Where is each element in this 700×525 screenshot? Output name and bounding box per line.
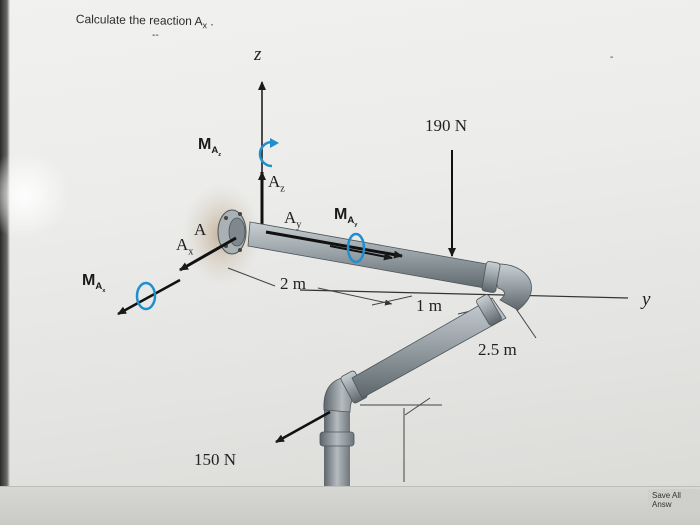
maz-label-main: M: [198, 136, 212, 153]
may-label-sub: Ay: [347, 215, 358, 229]
pipe-elbow-flange: [481, 261, 501, 293]
ax-label-sub: x: [188, 246, 194, 258]
ax-label: Ax: [176, 235, 193, 257]
max-label: MAx: [82, 272, 105, 294]
pipe-diagonal: [351, 297, 507, 399]
max-label-subsub: x: [102, 288, 106, 295]
max-label-main: M: [82, 272, 96, 289]
maz-label-sub: Az: [211, 145, 222, 159]
dim-line-25m-b: [404, 397, 431, 416]
dim-25m-label: 2.5 m: [478, 340, 517, 359]
may-arrow: [329, 245, 393, 261]
az-label: Az: [268, 172, 285, 194]
dim-line-2m-b: [317, 287, 393, 306]
ay-label-main: A: [284, 208, 297, 227]
right-mark: -: [610, 52, 614, 63]
y-axis-line: [299, 289, 629, 299]
ax-arrow: [179, 236, 237, 272]
ay-label: Ay: [284, 208, 301, 230]
z-axis-label: z: [254, 44, 262, 65]
ay-label-sub: y: [296, 219, 302, 231]
force-150-label: 150 N: [194, 450, 237, 469]
dim-2m-label: 2 m: [280, 274, 306, 293]
force-150-arrow: [275, 410, 331, 444]
point-a-label: A: [194, 220, 207, 239]
ay-arrow: [265, 230, 403, 259]
may-label-subsub: y: [354, 222, 358, 229]
max-axis-line: [117, 278, 181, 316]
max-label-sub-a: A: [95, 281, 103, 293]
dim-line-1m: [371, 295, 413, 306]
may-label-main: M: [334, 206, 348, 223]
bolt: [238, 248, 242, 252]
pipe-vertical-flange: [319, 431, 355, 447]
az-label-sub: z: [280, 183, 285, 195]
maz-moment-arrowhead: [270, 138, 279, 148]
maz-label: MAz: [198, 136, 221, 158]
az-label-main: A: [268, 172, 281, 191]
maz-label-sub-a: A: [211, 145, 219, 157]
pipe-diagonal-flange: [476, 294, 502, 326]
y-axis-label: y: [642, 289, 651, 310]
bolt: [224, 216, 228, 220]
may-label-sub-a: A: [347, 215, 355, 227]
maz-label-subsub: z: [218, 152, 222, 159]
monitor-bezel: [0, 0, 10, 525]
ax-label-main: A: [176, 235, 189, 254]
footer-bar: [0, 486, 700, 525]
maz-moment-icon: [258, 140, 273, 168]
save-all-answers-button[interactable]: Save All Answ: [648, 489, 700, 511]
question-dash: --: [152, 30, 159, 41]
dim-1m-label: 1 m: [416, 296, 442, 315]
dim-line-2m-a: [227, 267, 276, 287]
may-moment-icon: [346, 232, 366, 264]
max-label-sub: Ax: [95, 281, 106, 295]
pipe-elbow-upper: [489, 263, 532, 311]
may-label: MAy: [334, 206, 357, 228]
bolt: [238, 212, 242, 216]
max-moment-icon: [135, 281, 157, 311]
screen-glare: [0, 150, 70, 240]
force-190-label: 190 N: [425, 116, 468, 135]
